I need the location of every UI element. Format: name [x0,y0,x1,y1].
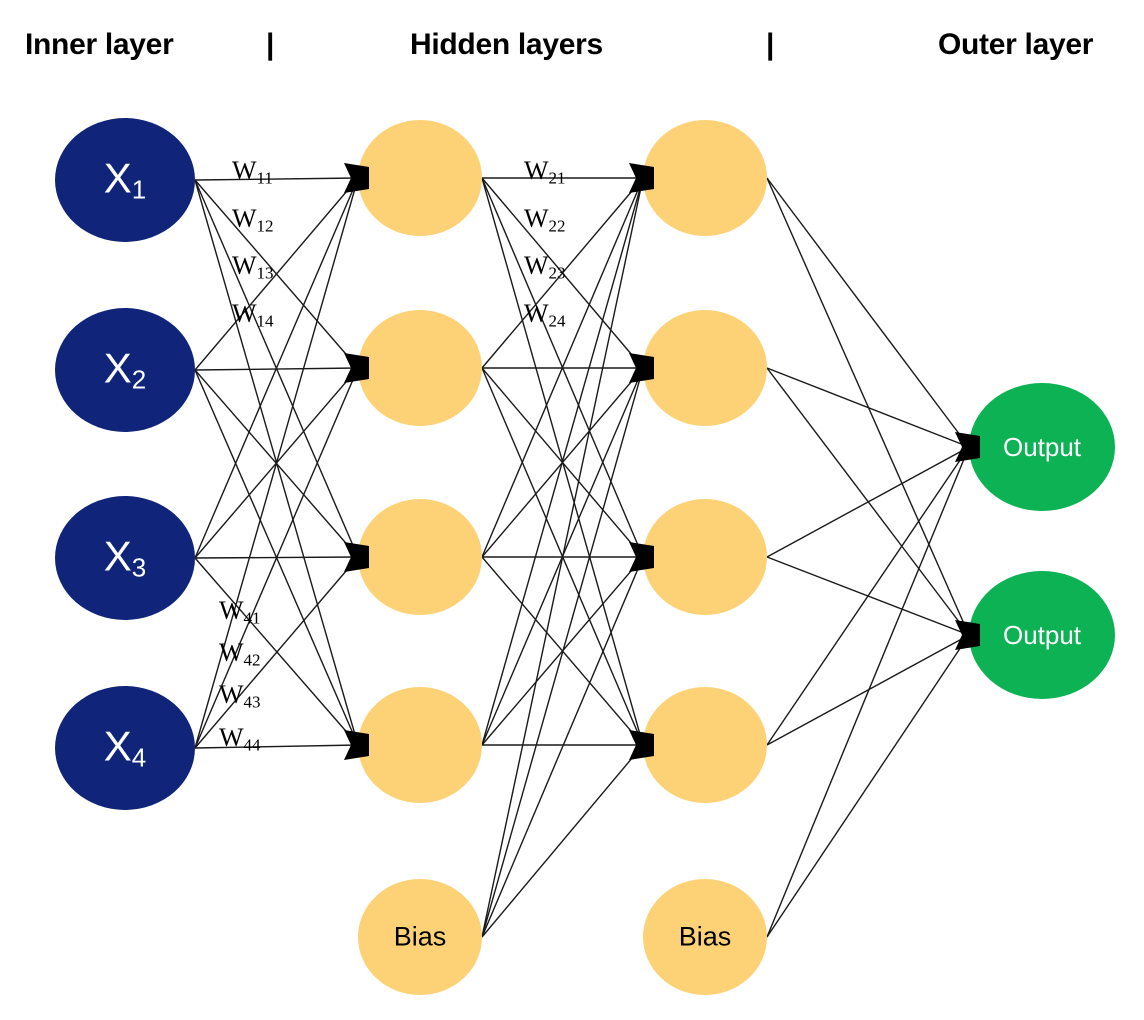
weight-label-w41: W41 [219,596,261,628]
connection-edge [766,634,970,746]
connection-edge [194,367,359,749]
hidden-node-1 [358,120,482,236]
connection-edge [481,367,644,938]
weight-label-w43: W43 [219,680,261,712]
connection-edge [481,744,644,938]
bias-node-5 [358,879,482,995]
connection-arrowhead [629,353,654,383]
weight-label-w11: W11 [232,156,273,188]
hidden-node-2 [358,310,482,426]
weight-label-w42: W42 [219,638,261,670]
header-outer-layer: Outer layer [938,28,1094,61]
edges-group [194,177,970,938]
connection-edge [194,556,359,749]
weight-label-w21: W21 [524,156,566,188]
header-separator-2: | [766,28,775,61]
weight-label-w44: W44 [219,723,261,755]
connection-edge [481,177,644,938]
connection-arrowhead [629,542,654,572]
arrowheads-group [344,163,980,760]
connection-edge [194,177,359,371]
hidden-node-3 [643,499,767,615]
hidden-node-1 [643,120,767,236]
weight-label-w13: W13 [232,251,274,283]
bias-node-5 [643,879,767,995]
connection-edge [766,634,970,938]
header-hidden-layers: Hidden layers [410,28,603,61]
connection-arrowhead [344,542,369,572]
connection-edge [766,446,970,746]
connection-edge [766,177,970,636]
connection-arrowhead [344,163,369,193]
weight-label-w12: W12 [232,204,274,236]
weight-label-w23: W23 [524,251,566,283]
connection-arrowhead [344,353,369,383]
hidden-node-3 [358,499,482,615]
header-separator-1: | [266,28,275,61]
output-node-1 [969,383,1115,511]
connection-arrowhead [344,730,369,760]
connection-edge [481,177,644,746]
connection-edge [194,177,359,749]
connection-arrowhead [955,432,980,462]
connection-edge [481,556,644,938]
connection-edge [194,177,359,181]
hidden-node-4 [358,687,482,803]
connection-arrowhead [629,163,654,193]
connection-edge [481,177,644,558]
connection-edge [766,367,970,448]
hidden-node-4 [643,687,767,803]
weight-label-w14: W14 [232,299,274,331]
connection-edge [766,446,970,558]
nodes-group [55,118,1115,995]
input-node-1 [55,118,195,242]
input-node-2 [55,308,195,432]
input-node-4 [55,686,195,810]
connection-edge [194,744,359,749]
connection-arrowhead [629,730,654,760]
connection-edge [481,177,644,369]
header-inner-layer: Inner layer [25,28,174,61]
connection-edge [766,177,970,448]
weight-label-w22: W22 [524,204,566,236]
connection-edge [194,177,359,559]
hidden-node-2 [643,310,767,426]
weight-label-w24: W24 [524,299,566,331]
connection-edge [766,446,970,938]
connection-arrowhead [955,620,980,650]
input-node-3 [55,496,195,620]
output-node-2 [969,571,1115,699]
